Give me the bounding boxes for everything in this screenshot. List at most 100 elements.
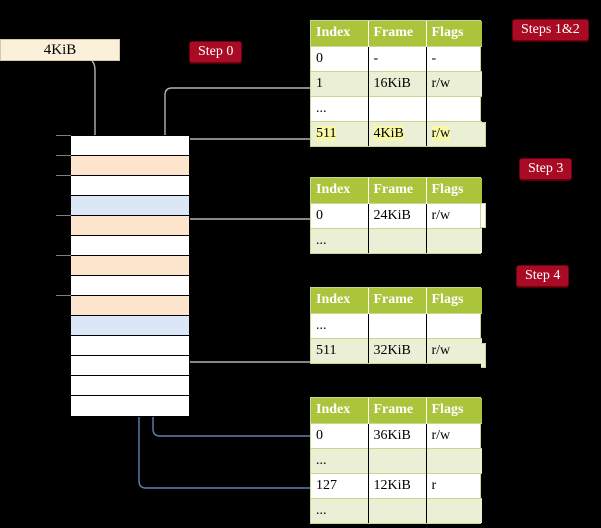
frame-4kib-box: 4KiB <box>0 39 120 61</box>
table-cell-frame <box>368 95 427 121</box>
table-cell-flags <box>426 447 482 473</box>
badge-step-4: Step 4 <box>516 265 570 288</box>
cell-index: 0 <box>316 50 323 66</box>
memory-frame-row <box>71 276 189 296</box>
table-cell-index: 1 <box>311 70 369 96</box>
table-cell-flags <box>426 227 482 253</box>
cell-flags: r/w <box>431 207 451 223</box>
memory-tick <box>56 175 71 176</box>
table-cell-frame: 32KiB <box>368 337 427 363</box>
table-cell-frame: - <box>368 45 427 71</box>
memory-frame-row <box>71 296 189 316</box>
column-header-flags: Flags <box>426 398 482 423</box>
frame-4kib-label: 4KiB <box>43 41 77 58</box>
table-cell-index: ... <box>311 497 369 523</box>
cell-index: 0 <box>316 207 323 223</box>
cell-frame: - <box>373 50 379 66</box>
column-header-index: Index <box>311 398 369 423</box>
table-cell-index: 0 <box>311 202 369 228</box>
cell-frame: 16KiB <box>373 75 411 91</box>
table-cell-index: ... <box>311 227 369 253</box>
column-header-index: Index <box>311 288 369 313</box>
column-header-index: Index <box>311 21 369 46</box>
table-cell-frame <box>368 497 427 523</box>
table-row: 1 16KiB r/w <box>311 70 482 96</box>
table-cell-flags: r/w <box>426 70 482 96</box>
cell-frame: 36KiB <box>373 427 411 443</box>
cell-index: ... <box>316 317 327 333</box>
cell-frame: 12KiB <box>373 477 411 493</box>
cell-index: 511 <box>316 342 337 358</box>
table-row: ... <box>311 95 482 121</box>
table-cell-flags: r/w <box>426 120 482 146</box>
column-header-index: Index <box>311 178 369 203</box>
cell-flags: r/w <box>431 342 451 358</box>
memory-frame-row <box>71 196 189 216</box>
memory-frame-row <box>71 396 189 416</box>
memory-tick <box>56 255 71 256</box>
memory-frame-row <box>71 216 189 236</box>
table-cell-frame: 36KiB <box>368 422 427 448</box>
table-cell-index: 0 <box>311 422 369 448</box>
cell-index: ... <box>316 100 327 116</box>
table-cell-frame <box>368 312 427 338</box>
table-cell-index: 0 <box>311 45 369 71</box>
table-row: 127 12KiB r <box>311 472 482 498</box>
memory-frame-row <box>71 236 189 256</box>
memory-frame-row <box>71 176 189 196</box>
table-cell-index: ... <box>311 312 369 338</box>
table-cell-flags <box>426 95 482 121</box>
cell-index: 127 <box>316 477 337 493</box>
cell-flags: r <box>431 477 437 493</box>
table-cell-frame: 24KiB <box>368 202 427 228</box>
cell-flags: r/w <box>431 427 451 443</box>
table-cell-index: ... <box>311 95 369 121</box>
cell-index: ... <box>316 502 327 518</box>
cell-index: 511 <box>316 125 337 141</box>
column-header-frame: Frame <box>368 288 427 313</box>
table-cell-index: ... <box>311 447 369 473</box>
table-row: 511 4KiB r/w <box>311 120 482 146</box>
cell-index: 0 <box>316 427 323 443</box>
memory-frame-row <box>71 136 189 156</box>
cell-frame: 4KiB <box>373 125 404 141</box>
memory-frame-row <box>71 156 189 176</box>
cell-index: 1 <box>316 75 323 91</box>
table-cell-flags <box>426 312 482 338</box>
cell-flags: r/w <box>431 75 451 91</box>
physical-memory-column <box>70 135 190 417</box>
table-cell-flags: r/w <box>426 202 482 228</box>
memory-tick <box>56 295 71 296</box>
table-row: ... <box>311 447 482 473</box>
table-cell-flags: r <box>426 472 482 498</box>
memory-tick <box>56 155 71 156</box>
table-row: ... <box>311 497 482 523</box>
table-cell-index: 511 <box>311 337 369 363</box>
table-cell-frame <box>368 227 427 253</box>
table-row: ... <box>311 312 482 338</box>
badge-step-0: Step 0 <box>189 41 243 64</box>
column-header-frame: Frame <box>368 178 427 203</box>
cell-flags: - <box>431 50 437 66</box>
table-row: 0 - - <box>311 45 482 71</box>
table-row: 0 36KiB r/w <box>311 422 482 448</box>
table-cell-frame: 12KiB <box>368 472 427 498</box>
badge-step-3: Step 3 <box>519 158 573 181</box>
table-cell-flags: - <box>426 45 482 71</box>
table-cell-flags: r/w <box>426 337 482 363</box>
memory-frame-row <box>71 256 189 276</box>
cell-index: ... <box>316 452 327 468</box>
memory-frame-row <box>71 336 189 356</box>
column-header-frame: Frame <box>368 398 427 423</box>
column-header-flags: Flags <box>426 178 482 203</box>
table-cell-index: 127 <box>311 472 369 498</box>
